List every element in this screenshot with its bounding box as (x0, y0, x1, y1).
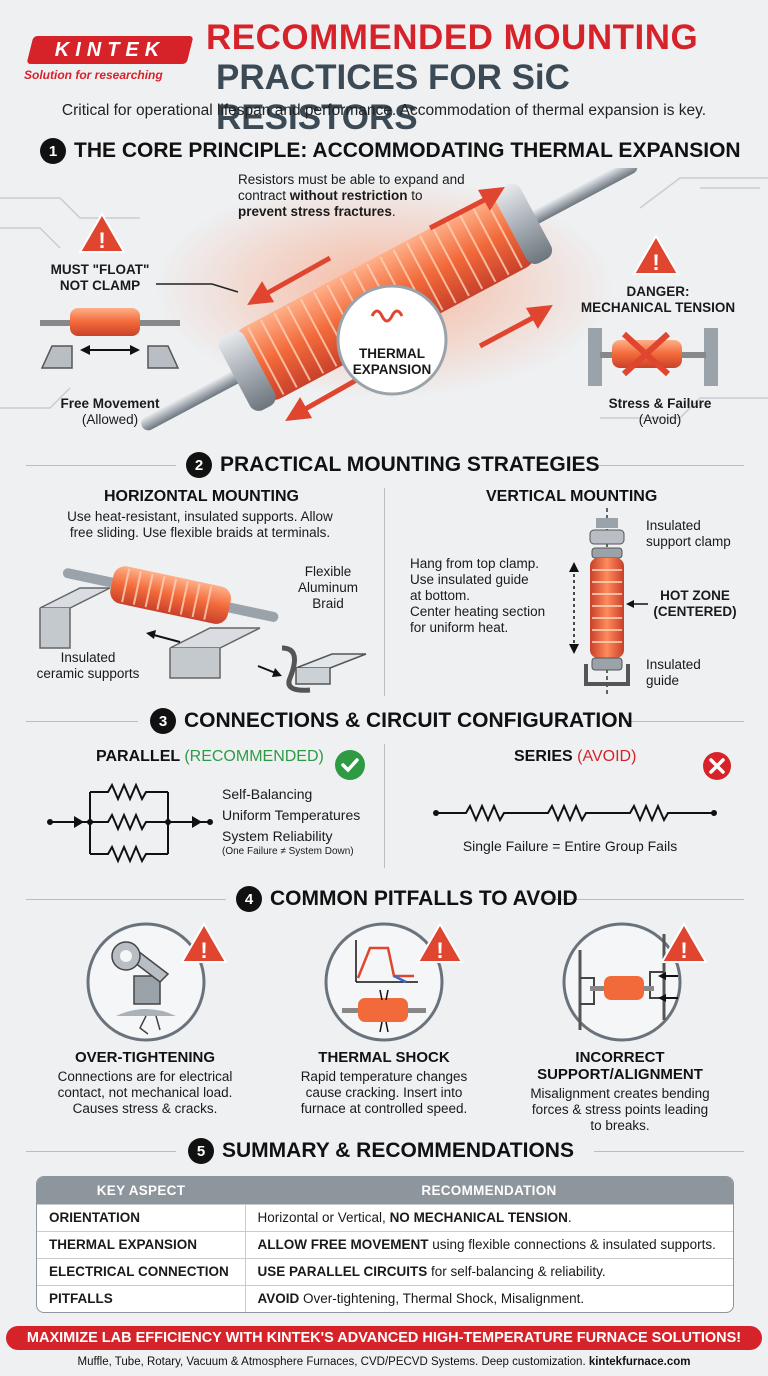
section5-number: 5 (188, 1138, 214, 1164)
section1-heading: 1 THE CORE PRINCIPLE: ACCOMMODATING THER… (40, 138, 741, 164)
section4-title: COMMON PITFALLS TO AVOID (270, 887, 578, 910)
footer-link[interactable]: kintekfurnace.com (588, 1356, 691, 1368)
divider (26, 721, 138, 722)
horizontal-mounting-diagram (39, 566, 367, 693)
divider (540, 899, 744, 900)
logo-tagline: Solution for researching (24, 68, 163, 82)
section1-number: 1 (40, 138, 66, 164)
series-circuit-diagram (433, 803, 717, 823)
divider (26, 899, 226, 900)
table-row: PITFALLS AVOID Over-tightening, Thermal … (37, 1284, 733, 1312)
vertical-divider (384, 744, 385, 868)
thermal-expansion-illustration: ! ! (0, 168, 768, 431)
x-icon (703, 752, 731, 780)
section1-title: THE CORE PRINCIPLE: ACCOMMODATING THERMA… (74, 139, 741, 162)
floating-resistor-icon (40, 308, 180, 369)
divider (594, 1151, 744, 1152)
pitfall-card-over-tightening: OVER-TIGHTENING Connections are for elec… (57, 1049, 233, 1116)
over-tightening-icon: ! (86, 922, 228, 1042)
table-row: THERMAL EXPANSION ALLOW FREE MOVEMENT us… (37, 1230, 733, 1258)
section5-heading: 5 SUMMARY & RECOMMENDATIONS (188, 1138, 574, 1164)
pitfall-card-misalignment: INCORRECT SUPPORT/ALIGNMENT Misalignment… (530, 1049, 710, 1133)
check-icon (335, 750, 365, 780)
section3-heading: 3 CONNECTIONS & CIRCUIT CONFIGURATION (150, 708, 633, 734)
misalignment-icon: ! (562, 922, 708, 1042)
horizontal-mounting-title: HORIZONTAL MOUNTING (104, 488, 299, 505)
divider (626, 721, 744, 722)
vertical-divider (384, 488, 385, 696)
danger-label: DANGER:MECHANICAL TENSION (580, 284, 736, 315)
section2-heading: 2 PRACTICAL MOUNTING STRATEGIES (186, 452, 600, 478)
divider (26, 465, 176, 466)
thermal-expansion-badge (336, 284, 448, 396)
heat-wave-icon (370, 309, 404, 323)
table-row: ORIENTATION Horizontal or Vertical, NO M… (37, 1203, 733, 1231)
svg-text:!: ! (200, 938, 207, 963)
table-row: ELECTRICAL CONNECTION USE PARALLEL CIRCU… (37, 1257, 733, 1285)
series-caption: Single Failure = Entire Group Fails (462, 838, 678, 854)
warning-icon-right: ! (632, 234, 680, 275)
page-title-line2: PRACTICES FOR SiC RESISTORS (216, 58, 570, 137)
circuit-background (0, 177, 768, 419)
section4-heading: 4 COMMON PITFALLS TO AVOID (236, 886, 578, 912)
section3-title: CONNECTIONS & CIRCUIT CONFIGURATION (184, 709, 633, 732)
summary-table: KEY ASPECT RECOMMENDATION ORIENTATION Ho… (36, 1176, 734, 1313)
pitfall-card-thermal-shock: THERMAL SHOCK Rapid temperature changes … (300, 1049, 468, 1116)
parallel-circuit-diagram (47, 782, 213, 864)
parallel-title: PARALLEL (RECOMMENDED) (96, 748, 324, 765)
parallel-benefits: Self-Balancing Uniform Temperatures Syst… (222, 786, 361, 844)
divider (26, 1151, 176, 1152)
divider (594, 465, 744, 466)
series-title: SERIES (AVOID) (514, 748, 637, 765)
footer-text: Muffle, Tube, Rotary, Vacuum & Atmospher… (77, 1356, 691, 1368)
logo-text: KINTEK (54, 39, 166, 61)
float-label: MUST "FLOAT"NOT CLAMP (50, 262, 150, 293)
svg-text:!: ! (652, 250, 659, 275)
vertical-mounting-desc: Hang from top clamp.Use insulated guide … (410, 556, 546, 635)
section5-title: SUMMARY & RECOMMENDATIONS (222, 1139, 574, 1162)
section3-number: 3 (150, 708, 176, 734)
section1-callout: Resistors must be able to expand and con… (238, 172, 465, 219)
svg-text:!: ! (436, 938, 443, 963)
warning-icon-left: ! (78, 212, 126, 253)
section2-title: PRACTICAL MOUNTING STRATEGIES (220, 453, 600, 476)
svg-text:!: ! (680, 938, 687, 963)
table-header-key-aspect: KEY ASPECT (37, 1177, 245, 1204)
free-movement-caption: Free Movement(Allowed) (60, 396, 160, 427)
page-subtitle: Critical for operational lifespan and pe… (61, 102, 707, 119)
section2-number: 2 (186, 452, 212, 478)
horizontal-mounting-desc: Use heat-resistant, insulated supports. … (67, 509, 333, 540)
leader-line-left (156, 283, 239, 293)
promo-banner: MAXIMIZE LAB EFFICIENCY WITH KINTEK'S AD… (6, 1326, 762, 1350)
table-header-recommendation: RECOMMENDATION (245, 1177, 733, 1204)
parallel-note: (One Failure ≠ System Down) (222, 846, 354, 857)
clamped-resistor-icon (588, 328, 718, 386)
page-title-line1: RECOMMENDED MOUNTING (206, 18, 699, 57)
expansion-arrows (247, 186, 553, 422)
svg-text:!: ! (98, 228, 105, 253)
vertical-mounting-diagram (569, 508, 648, 694)
hot-zone-label: HOT ZONE(CENTERED) (653, 588, 737, 619)
vertical-mounting-title: VERTICAL MOUNTING (486, 488, 658, 505)
stress-failure-caption: Stress & Failure(Avoid) (608, 396, 712, 427)
section4-number: 4 (236, 886, 262, 912)
thermal-shock-icon: ! (324, 922, 464, 1042)
